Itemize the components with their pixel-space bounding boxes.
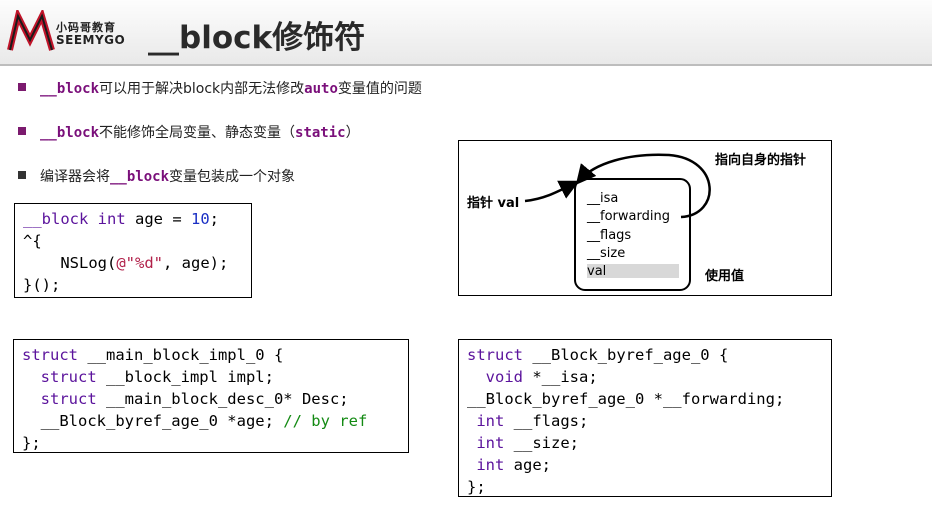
code-text: __block_impl impl; — [96, 368, 274, 386]
code-text: __flags; — [504, 412, 589, 430]
field-forwarding: __forwarding — [587, 209, 670, 224]
code-number: 10 — [190, 210, 210, 228]
page-title: __block修饰符 — [148, 20, 366, 56]
code-text: __size; — [504, 434, 579, 452]
bullet-square-icon — [18, 171, 26, 179]
code-text: __Block_byref_age_0 *age; — [22, 412, 284, 430]
code-text: __main_block_desc_0* Desc; — [96, 390, 349, 408]
code-text: NSLog( — [23, 254, 117, 272]
pointer-val-label: 指针 val — [467, 196, 520, 211]
bullet-3-pre: 编译器会将 — [40, 169, 110, 185]
code-keyword: struct — [22, 390, 97, 408]
code-line: __Block_byref_age_0 *age; // by ref — [22, 410, 400, 432]
code-keyword: __block int — [23, 210, 126, 228]
value-label: 使用值 — [705, 269, 745, 284]
self-pointer-label: 指向自身的指针 — [715, 153, 807, 168]
bullet-2-text1: 不能修饰全局变量、静态变量（ — [99, 125, 296, 141]
code-block-main-block-impl: struct __main_block_impl_0 { struct __bl… — [13, 339, 409, 453]
code-line: NSLog(@"%d", age); — [23, 252, 243, 274]
val-highlight — [587, 264, 679, 278]
code-line: struct __main_block_impl_0 { — [22, 344, 400, 366]
logo-text-cn: 小码哥教育 — [56, 21, 116, 34]
code-line: struct __block_impl impl; — [22, 366, 400, 388]
bullet-2: __block不能修饰全局变量、静态变量（static） — [18, 122, 360, 142]
header-divider — [0, 64, 932, 66]
code-block-byref-struct: struct __Block_byref_age_0 { void *__isa… — [458, 339, 832, 497]
bullet-2-kw2: static — [295, 125, 346, 141]
code-block-example: __block int age = 10; ^{ NSLog(@"%d", age… — [14, 203, 252, 298]
bullet-1-text2: 变量值的问题 — [337, 81, 422, 97]
code-line: struct __main_block_desc_0* Desc; — [22, 388, 400, 410]
code-line: int __size; — [467, 432, 823, 454]
bullet-3-kw1: __block — [110, 169, 170, 185]
bullet-1-text1: 可以用于解决block内部无法修改 — [99, 81, 305, 97]
code-text: __Block_byref_age_0 { — [523, 346, 729, 364]
code-keyword: struct — [467, 346, 523, 364]
code-line: int age; — [467, 454, 823, 476]
field-val: val — [587, 264, 607, 279]
code-string: @"%d" — [116, 254, 163, 272]
code-line: __Block_byref_age_0 *__forwarding; — [467, 390, 785, 408]
bullet-1: __block可以用于解决block内部无法修改auto变量值的问题 — [18, 78, 422, 98]
code-text: age = — [125, 210, 191, 228]
code-text: , age); — [163, 254, 229, 272]
bullet-square-icon — [18, 83, 26, 91]
bullet-square-icon — [18, 127, 26, 135]
bullet-2-text2: ） — [345, 125, 360, 141]
code-text: ; — [209, 210, 219, 228]
code-keyword: struct — [22, 368, 97, 386]
code-keyword: int — [467, 456, 505, 474]
slide-header — [0, 0, 932, 64]
bullet-1-kw1: __block — [40, 81, 100, 97]
code-text: age; — [504, 456, 551, 474]
code-comment: // by ref — [283, 412, 368, 430]
logo-mark-icon — [7, 7, 55, 51]
field-flags: __flags — [587, 228, 632, 243]
code-text: *__isa; — [523, 368, 598, 386]
byref-diagram: 指向自身的指针 指针 val 使用值 __isa __forwarding __… — [458, 140, 832, 296]
code-text: __main_block_impl_0 { — [78, 346, 284, 364]
logo-text-en: SEEMYGO — [56, 33, 126, 47]
code-keyword: void — [467, 368, 523, 386]
code-line: }; — [22, 434, 41, 452]
code-keyword: int — [467, 412, 505, 430]
bullet-3: 编译器会将__block变量包装成一个对象 — [18, 166, 295, 186]
self-pointer-arrow — [575, 153, 711, 219]
diagram-arrows — [524, 153, 711, 291]
code-line: int __flags; — [467, 410, 823, 432]
val-pointer-arrow — [524, 180, 580, 203]
logo — [6, 7, 156, 54]
code-line: void *__isa; — [467, 366, 823, 388]
code-line: }(); — [23, 276, 61, 294]
code-line: ^{ — [23, 232, 42, 250]
field-isa: __isa — [587, 191, 619, 206]
code-line: struct __Block_byref_age_0 { — [467, 344, 823, 366]
code-keyword: struct — [22, 346, 78, 364]
bullet-3-text1: 变量包装成一个对象 — [169, 169, 296, 185]
code-line: }; — [467, 478, 486, 496]
code-line: __block int age = 10; — [23, 208, 243, 230]
bullet-1-kw2: auto — [304, 81, 338, 97]
code-keyword: int — [467, 434, 505, 452]
bullet-2-kw1: __block — [40, 125, 100, 141]
field-size: __size — [587, 246, 626, 261]
byref-object-box — [574, 178, 691, 291]
